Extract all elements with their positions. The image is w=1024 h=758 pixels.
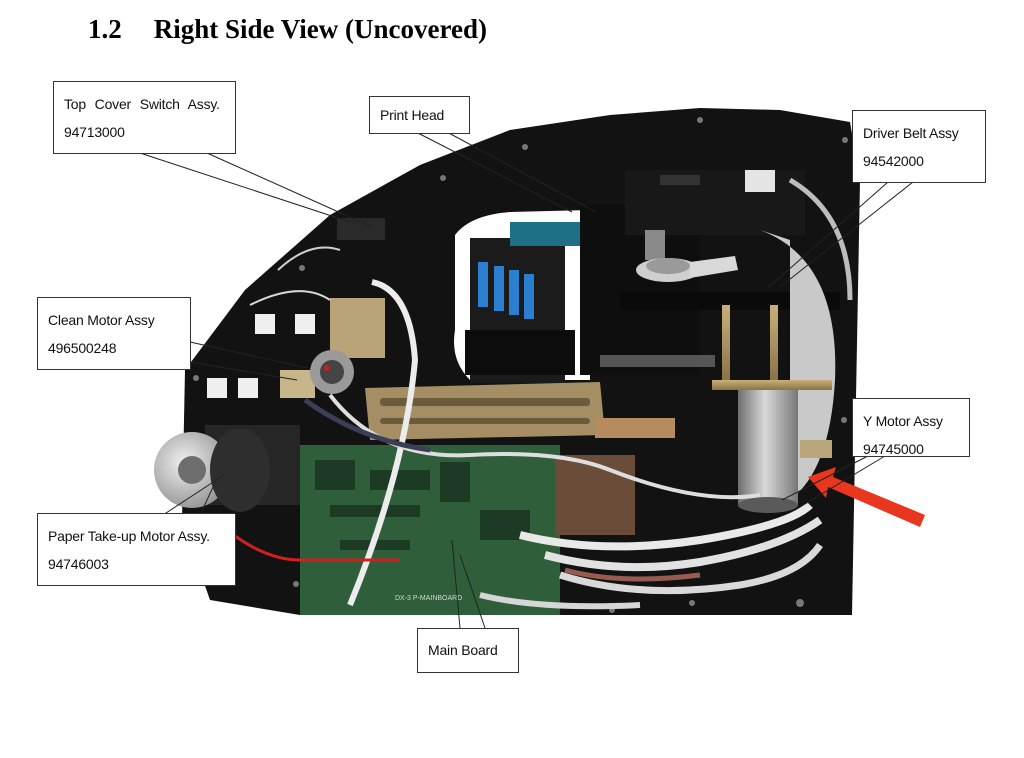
y-motor-label: Y Motor Assy: [863, 413, 943, 429]
driver-belt-label: Driver Belt Assy: [863, 125, 959, 141]
main-board-label: Main Board: [428, 642, 498, 658]
driver-belt-part-number: 94542000: [863, 153, 924, 169]
top-cover-switch-part-number: 94713000: [64, 124, 125, 140]
callout-y-motor: Y Motor Assy 94745000: [852, 398, 970, 457]
clean-motor-label: Clean Motor Assy: [48, 312, 155, 328]
print-head-label: Print Head: [380, 107, 445, 123]
section-title: Right Side View (Uncovered): [153, 14, 487, 44]
section-heading: 1.2 Right Side View (Uncovered): [88, 14, 487, 45]
y-motor-part-number: 94745000: [863, 441, 924, 457]
callout-top-cover-switch: Top Cover Switch Assy. 94713000: [53, 81, 236, 154]
callout-paper-takeup-motor: Paper Take-up Motor Assy. 94746003: [37, 513, 236, 586]
callout-main-board: Main Board: [417, 628, 519, 673]
board-silkscreen: DX-3 P-MAINBOARD: [395, 595, 462, 602]
callout-driver-belt: Driver Belt Assy 94542000: [852, 110, 986, 183]
top-cover-switch-label: Top Cover Switch Assy.: [64, 96, 220, 112]
clean-motor-part-number: 496500248: [48, 340, 117, 356]
paper-takeup-motor-label: Paper Take-up Motor Assy.: [48, 528, 210, 544]
callout-print-head: Print Head: [369, 96, 470, 134]
paper-takeup-motor-part-number: 94746003: [48, 556, 109, 572]
callout-clean-motor: Clean Motor Assy 496500248: [37, 297, 191, 370]
section-number: 1.2: [88, 14, 122, 44]
